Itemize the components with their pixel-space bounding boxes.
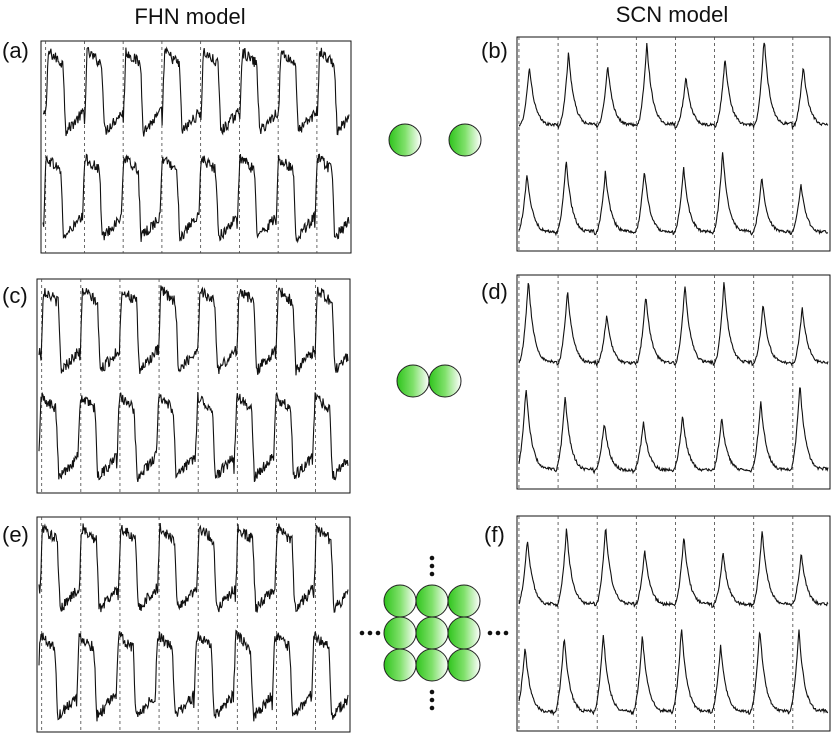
- panel-d: (d): [481, 274, 831, 490]
- trace-cell-2: [518, 152, 829, 237]
- ellipsis-top-icon: [429, 555, 435, 577]
- panel-b: (b): [481, 36, 831, 252]
- cell-1: [396, 364, 430, 398]
- cell-1: [388, 123, 422, 157]
- panel-b-label: (b): [481, 38, 508, 63]
- panel-a-label: (a): [2, 38, 29, 63]
- cell-2: [428, 364, 462, 398]
- panel-c: (c): [2, 278, 351, 494]
- lattice-cell: [383, 648, 417, 682]
- panel-f-label: (f): [484, 522, 505, 547]
- ellipsis-bottom-icon: [429, 689, 435, 711]
- trace-cell-1: [42, 46, 350, 137]
- cell-lattice-diagram: [383, 584, 481, 682]
- lattice-cell: [415, 648, 449, 682]
- scn-column-title: SCN model: [616, 2, 728, 27]
- trace-cell-2: [42, 153, 350, 244]
- lattice-ellipsis-group: [359, 555, 509, 711]
- lattice-cell: [415, 584, 449, 618]
- panel-f: (f): [484, 515, 831, 732]
- trace-cell-2: [518, 387, 829, 475]
- trace-cell-1: [518, 42, 829, 130]
- panel-frame: [516, 515, 831, 732]
- trace-cell-2: [38, 629, 349, 722]
- panel-frame: [516, 36, 831, 252]
- fhn-column-title: FHN model: [134, 4, 245, 29]
- panel-frame: [40, 40, 352, 254]
- lattice-cell: [447, 616, 481, 650]
- panel-f-plot: [516, 515, 831, 732]
- panel-b-plot: [516, 36, 831, 252]
- panel-c-label: (c): [2, 283, 28, 308]
- trace-cell-1: [38, 285, 349, 376]
- panel-d-label: (d): [481, 279, 508, 304]
- panel-c-plot: [36, 278, 351, 494]
- panel-a: (a): [2, 38, 352, 254]
- trace-cell-1: [518, 282, 829, 367]
- ellipsis-left-icon: [359, 630, 381, 636]
- panel-e: (e): [2, 516, 351, 733]
- trace-cell-1: [518, 528, 829, 609]
- panel-d-plot: [516, 274, 831, 490]
- panel-e-label: (e): [2, 522, 29, 547]
- panel-frame: [516, 274, 831, 490]
- two-touching-cells-diagram: [396, 364, 462, 398]
- lattice-cell: [447, 648, 481, 682]
- two-separated-cells-diagram: [388, 123, 482, 157]
- lattice-cell: [447, 584, 481, 618]
- cell-2: [448, 123, 482, 157]
- panel-frame: [36, 516, 351, 733]
- panel-e-plot: [36, 516, 351, 733]
- lattice-cell: [383, 616, 417, 650]
- lattice-cell: [415, 616, 449, 650]
- lattice-cell: [383, 584, 417, 618]
- panel-a-plot: [40, 40, 352, 254]
- trace-cell-1: [38, 522, 349, 613]
- panel-frame: [36, 278, 351, 494]
- ellipsis-right-icon: [487, 630, 509, 636]
- trace-cell-2: [38, 391, 349, 483]
- trace-cell-2: [518, 629, 829, 717]
